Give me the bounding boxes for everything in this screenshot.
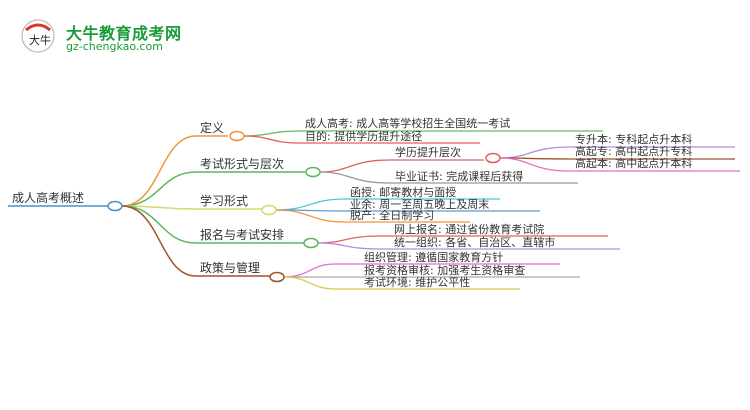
leaf-organization-management[interactable]: 组织管理: 遵循国家教育方针 xyxy=(364,251,504,264)
svg-text:大牛: 大牛 xyxy=(29,33,51,47)
branch-toggle-policy[interactable] xyxy=(269,271,285,283)
leaf-exam-environment[interactable]: 考试环境: 维护公平性 xyxy=(364,276,471,289)
leaf-full-time[interactable]: 脱产: 全日制学习 xyxy=(350,209,435,222)
branch-exam-format[interactable]: 考试形式与层次 xyxy=(200,157,285,171)
leaf-zhuanshengben[interactable]: 专升本: 专科起点升本科 xyxy=(575,133,693,146)
root-node-label[interactable]: 成人高考概述 xyxy=(12,191,85,205)
leaf-gaoqiben[interactable]: 高起本: 高中起点升本科 xyxy=(575,157,693,170)
leaf-purpose[interactable]: 目的: 提供学历提升途径 xyxy=(305,130,423,143)
leaf-online-registration[interactable]: 网上报名: 通过省份教育考试院 xyxy=(394,223,545,236)
subbranch-education-levels[interactable]: 学历提升层次 xyxy=(395,146,461,159)
leaf-gaoqizhuan[interactable]: 高起专: 高中起点升专科 xyxy=(575,145,693,158)
branch-study-form[interactable]: 学习形式 xyxy=(200,194,249,208)
branch-registration[interactable]: 报名与考试安排 xyxy=(200,228,285,242)
subbranch-toggle-levels[interactable] xyxy=(485,152,501,164)
branch-definition[interactable]: 定义 xyxy=(200,121,225,135)
branch-toggle-study-form[interactable] xyxy=(261,204,277,216)
site-logo[interactable]: 大牛 大牛教育成考网 gz-chengkao.com xyxy=(20,18,200,58)
leaf-unified-organization[interactable]: 统一组织: 各省、自治区、直辖市 xyxy=(394,236,556,249)
root-node-toggle[interactable] xyxy=(107,200,123,212)
branch-policy[interactable]: 政策与管理 xyxy=(200,261,261,275)
branch-toggle-definition[interactable] xyxy=(229,130,245,142)
branch-toggle-exam-format[interactable] xyxy=(305,166,321,178)
leaf-adult-exam-definition[interactable]: 成人高考: 成人高等学校招生全国统一考试 xyxy=(305,117,511,130)
logo-title: 大牛教育成考网 xyxy=(66,24,182,43)
branch-toggle-registration[interactable] xyxy=(303,237,319,249)
leaf-correspondence[interactable]: 函授: 邮寄教材与面授 xyxy=(350,186,457,199)
leaf-diploma[interactable]: 毕业证书: 完成课程后获得 xyxy=(395,170,524,183)
logo-url: gz-chengkao.com xyxy=(66,40,163,53)
leaf-part-time[interactable]: 业余: 周一至周五晚上及周末 xyxy=(350,198,490,211)
leaf-eligibility-review[interactable]: 报考资格审核: 加强考生资格审查 xyxy=(364,264,526,277)
logo-badge-icon: 大牛 xyxy=(21,19,55,53)
